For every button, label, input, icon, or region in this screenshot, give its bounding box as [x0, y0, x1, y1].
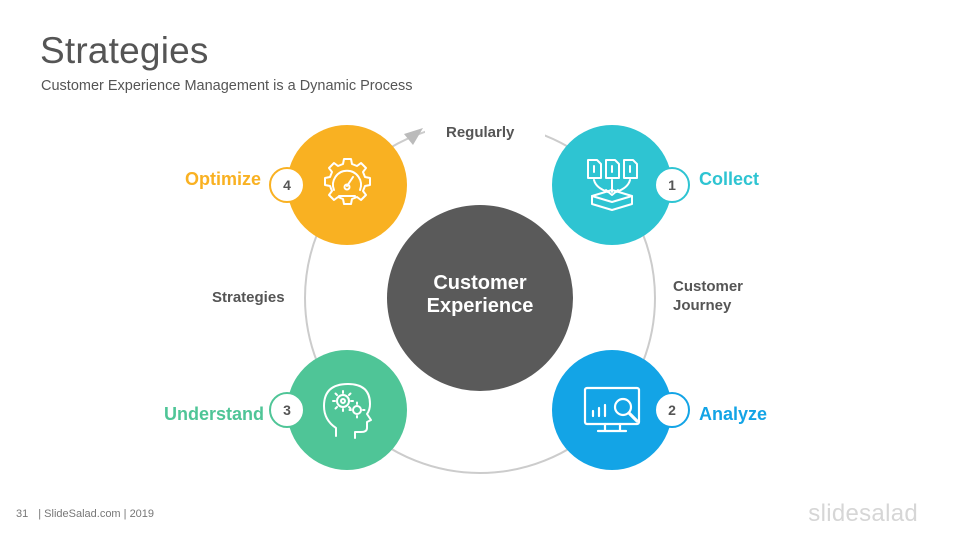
- documents-to-tray-icon: [587, 159, 638, 211]
- monitor-chart-magnifier-icon: [583, 386, 641, 433]
- stage-label-collect: Collect: [699, 169, 760, 189]
- stage-badge-collect: [654, 167, 690, 203]
- ring-gap: [425, 112, 545, 142]
- center-label: Customer Experience: [390, 272, 570, 318]
- stage-badge-optimize: [269, 167, 305, 203]
- page-title: Strategies: [40, 30, 209, 71]
- stage-collect: 1: [552, 125, 690, 245]
- stage-number-analyze: 2: [668, 402, 676, 418]
- stage-circle-understand: [287, 350, 407, 470]
- cycle-label-strategies: Strategies: [212, 289, 285, 306]
- cycle-label-customer-journey-line1: Customer: [673, 278, 744, 295]
- stage-label-analyze: Analyze: [699, 404, 768, 424]
- stage-analyze: 2: [552, 350, 690, 470]
- stage-number-understand: 3: [283, 402, 291, 418]
- stage-optimize: 4: [269, 125, 407, 245]
- cycle-arrow-icon: [404, 128, 423, 145]
- stage-number-collect: 1: [668, 177, 676, 193]
- stage-badge-understand: [269, 392, 305, 428]
- stage-understand: 3: [269, 350, 407, 470]
- stage-label-optimize: Optimize: [185, 169, 262, 189]
- cycle-label-regularly: Regularly: [446, 124, 515, 141]
- brand-logo: slidesalad: [808, 500, 918, 527]
- head-gears-icon: [323, 383, 372, 439]
- stage-number-optimize: 4: [283, 177, 291, 193]
- center-circle: [387, 205, 573, 391]
- stage-label-understand: Understand: [164, 404, 265, 424]
- footer: 31 | SlideSalad.com | 2019: [16, 508, 154, 520]
- page-number: 31: [16, 508, 29, 520]
- footer-credit: | SlideSalad.com | 2019: [38, 508, 155, 520]
- cycle-label-customer-journey-line2: Journey: [673, 297, 732, 314]
- center-label-line2: Experience: [426, 295, 534, 317]
- cycle-label-customer-journey: Customer Journey: [673, 277, 743, 315]
- speedometer-gear-icon: [324, 158, 371, 205]
- stage-circle-analyze: [552, 350, 672, 470]
- stage-badge-analyze: [654, 392, 690, 428]
- center-label-line1: Customer: [433, 272, 527, 294]
- page-subtitle: Customer Experience Management is a Dyna…: [41, 78, 413, 94]
